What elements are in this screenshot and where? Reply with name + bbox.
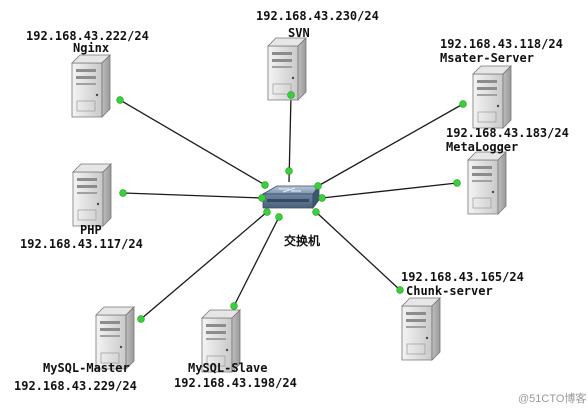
port-dot bbox=[137, 315, 145, 323]
name-chunk-server: Chunk-server bbox=[406, 284, 493, 298]
port-dot bbox=[287, 91, 295, 99]
port-dot bbox=[396, 286, 404, 294]
server-icon bbox=[72, 163, 112, 227]
watermark: @51CTO博客 bbox=[518, 391, 586, 405]
server-mysql-master: MySQL-Master 192.168.43.229/24 bbox=[14, 306, 137, 393]
name-mysql-slave: MySQL-Slave bbox=[188, 361, 267, 375]
switch-label: 交换机 bbox=[284, 233, 320, 248]
port-dot bbox=[263, 208, 271, 216]
link-nginx bbox=[119, 99, 266, 186]
server-icon bbox=[472, 65, 512, 129]
server-metalogger: 192.168.43.183/24 MetaLogger bbox=[446, 126, 569, 215]
ip-msater-server: 192.168.43.118/24 bbox=[440, 37, 563, 51]
port-dots bbox=[116, 91, 467, 323]
port-dot bbox=[258, 194, 266, 202]
server-mysql-slave: MySQL-Slave 192.168.43.198/24 bbox=[174, 309, 297, 390]
ip-metalogger: 192.168.43.183/24 bbox=[446, 126, 569, 140]
link-metalogger bbox=[321, 182, 458, 199]
name-msater-server: Msater-Server bbox=[440, 51, 534, 65]
link-php bbox=[122, 192, 263, 199]
server-msater-server: 192.168.43.118/24 Msater-Server bbox=[440, 37, 563, 129]
port-dot bbox=[261, 181, 269, 189]
ip-mysql-master: 192.168.43.229/24 bbox=[14, 379, 137, 393]
ip-php: 192.168.43.117/24 bbox=[20, 237, 143, 251]
link-mysql-master bbox=[140, 211, 268, 320]
name-php: PHP bbox=[80, 223, 102, 237]
server-icon bbox=[401, 297, 441, 361]
name-metalogger: MetaLogger bbox=[446, 140, 518, 154]
port-dot bbox=[453, 179, 461, 187]
switch bbox=[261, 184, 320, 210]
link-msater-server bbox=[317, 103, 464, 187]
server-chunk-server: 192.168.43.165/24 Chunk-server bbox=[401, 270, 524, 361]
server-icon bbox=[267, 37, 307, 101]
link-chunk-server bbox=[315, 211, 401, 291]
server-icon bbox=[467, 151, 507, 215]
port-dot bbox=[314, 182, 322, 190]
server-nginx: 192.168.43.222/24 Nginx bbox=[26, 29, 149, 118]
port-dot bbox=[285, 167, 293, 175]
name-mysql-master: MySQL-Master bbox=[43, 361, 130, 375]
link-mysql-slave bbox=[233, 216, 280, 307]
server-icon bbox=[71, 54, 111, 118]
name-nginx: Nginx bbox=[73, 41, 109, 55]
server-php: PHP 192.168.43.117/24 bbox=[20, 163, 143, 251]
port-dot bbox=[230, 302, 238, 310]
name-svn: SVN bbox=[288, 26, 310, 40]
server-svn: 192.168.43.230/24 SVN bbox=[256, 9, 379, 101]
port-dot bbox=[459, 100, 467, 108]
port-dot bbox=[318, 194, 326, 202]
links bbox=[119, 94, 464, 320]
port-dot bbox=[312, 208, 320, 216]
ip-chunk-server: 192.168.43.165/24 bbox=[401, 270, 524, 284]
ip-nginx: 192.168.43.222/24 bbox=[26, 29, 149, 43]
port-dot bbox=[119, 189, 127, 197]
port-dot bbox=[275, 213, 283, 221]
server-icon bbox=[95, 306, 135, 370]
ip-svn: 192.168.43.230/24 bbox=[256, 9, 379, 23]
port-dot bbox=[116, 96, 124, 104]
ip-mysql-slave: 192.168.43.198/24 bbox=[174, 376, 297, 390]
